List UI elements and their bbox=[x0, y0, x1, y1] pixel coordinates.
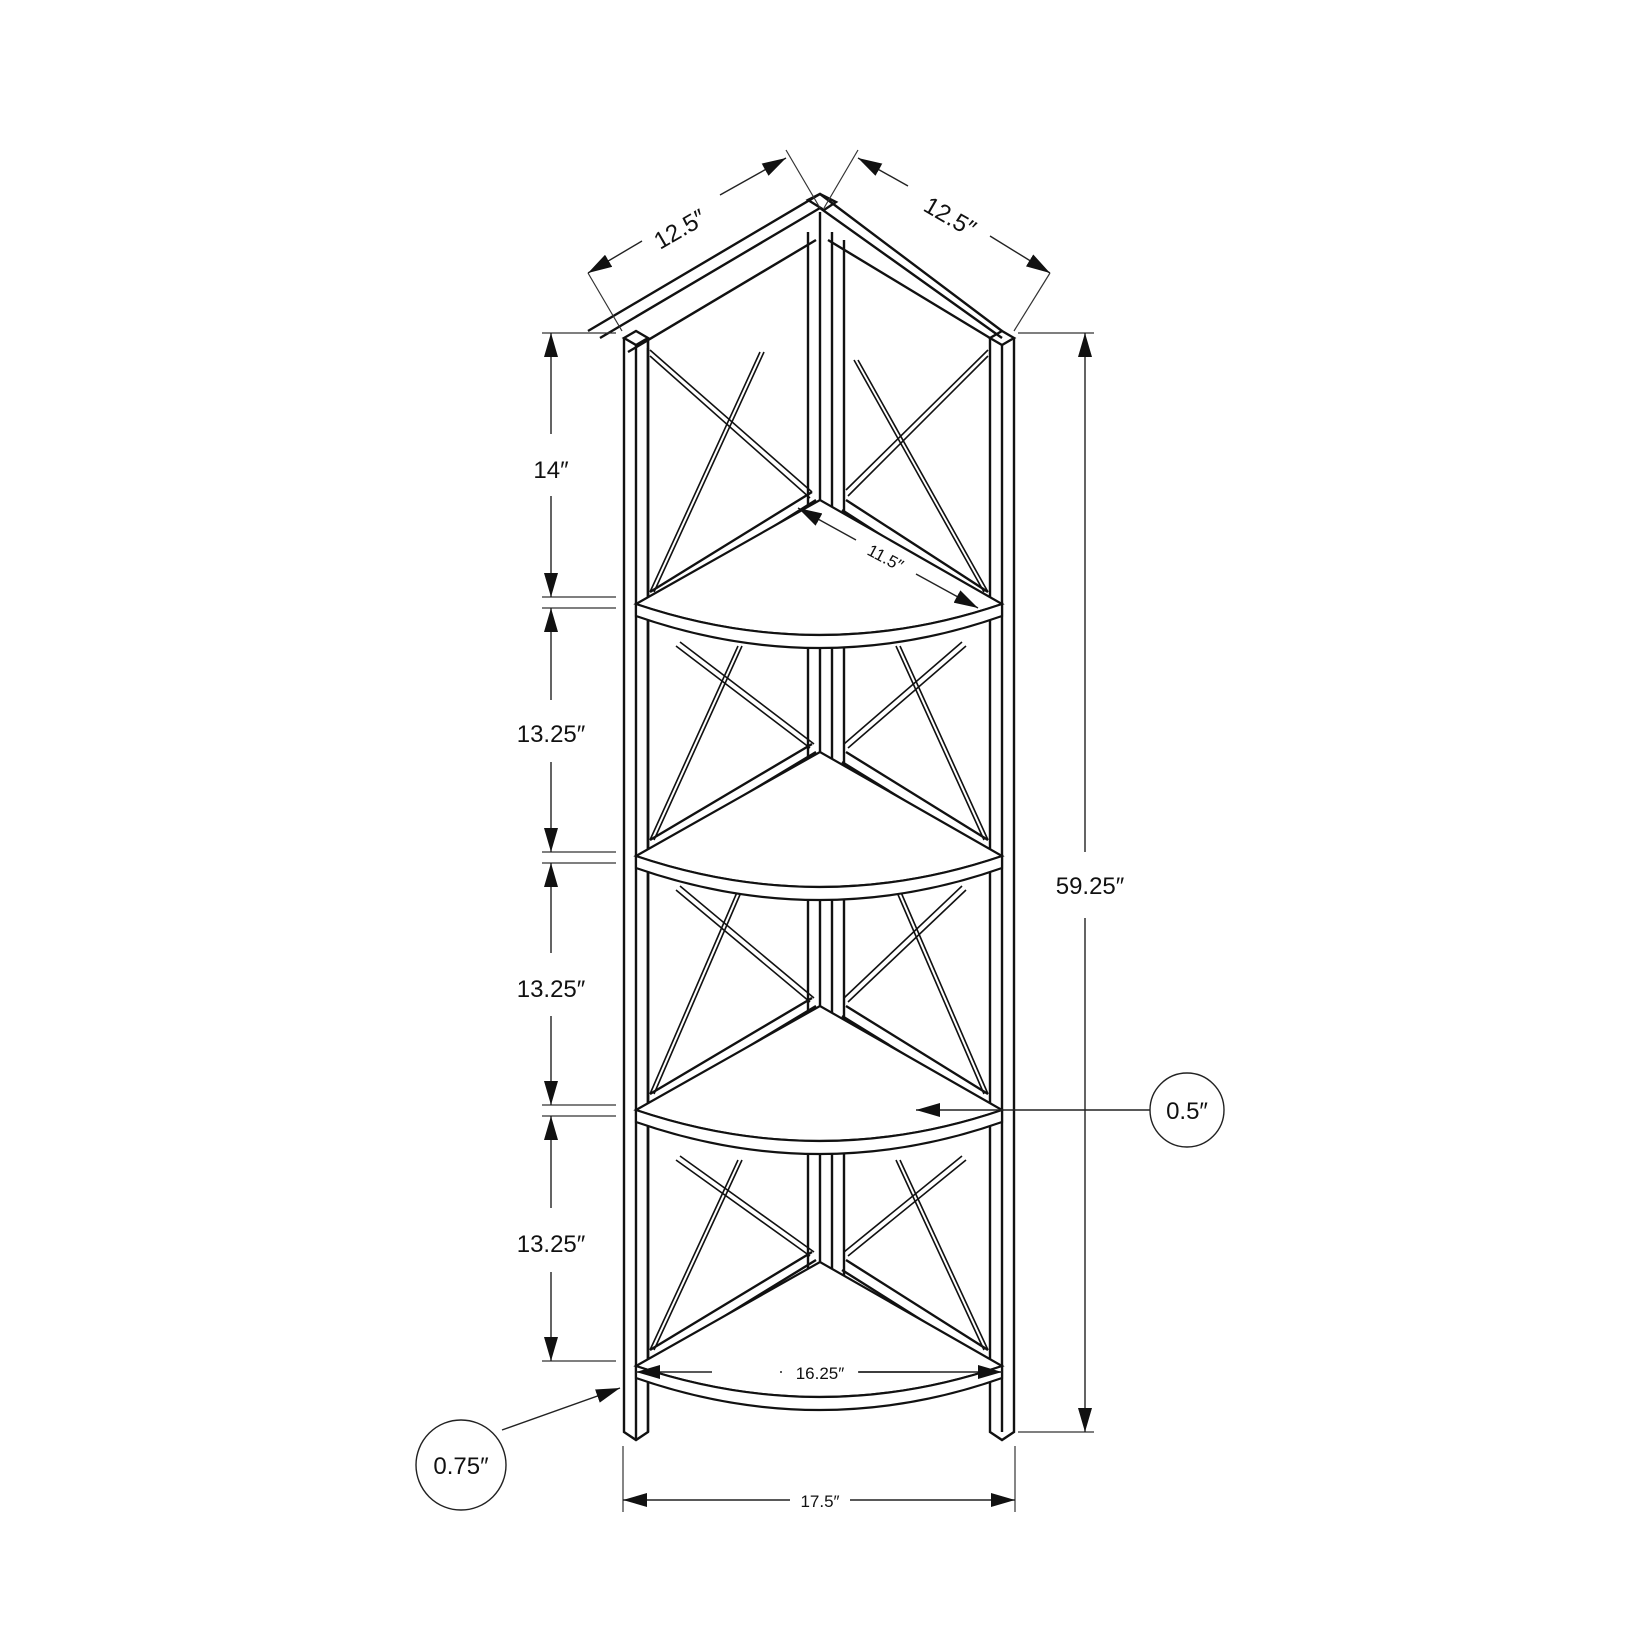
dim-top-left: 12.5″ bbox=[587, 149, 821, 332]
dim-label-top-right: 12.5″ bbox=[919, 192, 981, 243]
dim-shelf-width: 16.25″ bbox=[636, 1358, 1002, 1384]
callout-label-leg-thickness: 0.75″ bbox=[433, 1453, 489, 1480]
dim-label-top-left: 12.5″ bbox=[650, 204, 712, 255]
shelf-1 bbox=[633, 498, 1005, 650]
dim-overall-height: 59.25″ bbox=[1018, 332, 1125, 1433]
dim-label-top-section: 14″ bbox=[533, 457, 569, 484]
dim-label-overall-height: 59.25″ bbox=[1056, 873, 1125, 900]
callout-leg-thickness: 0.75″ bbox=[415, 1387, 621, 1511]
dim-overall-width: 17.5″ bbox=[622, 1446, 1016, 1512]
dimensions: 12.5″ 12.5″ 11.5″ bbox=[415, 149, 1225, 1512]
shelves bbox=[633, 498, 1005, 1412]
dim-label-overall-width: 17.5″ bbox=[800, 1492, 839, 1511]
x-braces bbox=[649, 349, 989, 1351]
dim-label-section-3: 13.25″ bbox=[517, 976, 586, 1003]
dim-label-section-4: 13.25″ bbox=[517, 1231, 586, 1258]
dim-label-shelf-width: 16.25″ bbox=[796, 1364, 845, 1383]
dim-left-sections: 14″ 13.25″ 13.25″ 13.25″ bbox=[517, 332, 616, 1362]
dim-label-section-2: 13.25″ bbox=[517, 721, 586, 748]
shelf-2 bbox=[633, 750, 1005, 902]
callout-shelf-thickness: 0.5″ bbox=[916, 1072, 1225, 1148]
shelf-3 bbox=[633, 1004, 1005, 1156]
callout-label-shelf-thickness: 0.5″ bbox=[1166, 1098, 1208, 1125]
shelf-4 bbox=[633, 1260, 1005, 1412]
dim-top-right: 12.5″ bbox=[823, 149, 1051, 332]
